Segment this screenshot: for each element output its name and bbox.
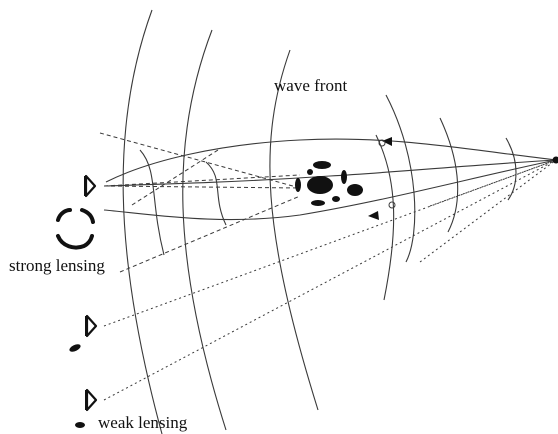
dashed-ray-2 — [103, 185, 301, 189]
wave-front-arc-5 — [385, 94, 416, 263]
wave-front-arc-1 — [122, 9, 163, 434]
wave-front-kink-upper — [139, 149, 165, 256]
ray-marker-lower — [388, 201, 396, 209]
distorted-image-arc — [75, 422, 85, 428]
ray-marker-upper — [378, 139, 386, 147]
ray-upper — [105, 138, 557, 183]
wave-front-arc-7 — [505, 137, 517, 201]
wave-front-label: wave front — [274, 76, 348, 95]
dotted-ray-weak-4 — [429, 159, 557, 207]
observer-eye-icon-edge — [85, 316, 88, 336]
wave-front-arc-6 — [439, 117, 459, 233]
ray-lower — [103, 159, 557, 221]
distorted-image-arc — [69, 344, 81, 352]
lens-galaxy-cluster — [295, 161, 363, 206]
point-source — [552, 156, 558, 164]
strong-lensing-label: strong lensing — [9, 256, 105, 275]
arrowhead-upper — [382, 137, 392, 146]
ray-middle — [103, 159, 557, 187]
dotted-ray-weak-1 — [103, 159, 557, 327]
wave-front-arc-2 — [182, 29, 227, 431]
weak-lensing-label: weak lensing — [98, 413, 188, 432]
observer-eye-icon-edge — [84, 176, 87, 196]
dotted-ray-weak-2 — [103, 159, 557, 401]
dotted-ray-weak-3 — [419, 159, 557, 263]
observer-eye-icon — [84, 174, 97, 198]
dashed-ray-3 — [103, 174, 301, 187]
observer-eye-icon — [85, 314, 98, 338]
wave-front-kink-lower — [205, 161, 227, 226]
observer-eye-icon-edge — [85, 390, 88, 410]
wave-front-arc-3 — [269, 49, 319, 411]
dashed-ray-4 — [119, 195, 301, 273]
dashed-ray-5 — [131, 149, 219, 206]
arrowhead-lower — [368, 211, 379, 220]
strong-lensing-arcs — [56, 208, 95, 250]
observer-eye-icon — [85, 388, 98, 412]
